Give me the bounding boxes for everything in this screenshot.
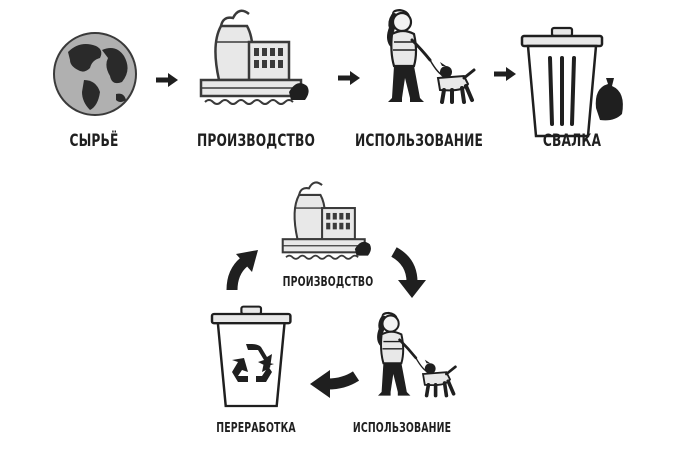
arrow-icon	[338, 71, 360, 85]
production-label: ПРОИЗВОДСТВО	[196, 131, 316, 151]
factory-icon	[281, 181, 372, 260]
arrow-icon	[391, 247, 426, 298]
cycle-recycling-label: ПЕРЕРАБОТКА	[216, 421, 296, 436]
cycle-usage-label: ИСПОЛЬЗОВАНИЕ	[352, 421, 452, 436]
woman-walking-dog-icon	[378, 312, 455, 396]
usage-label: ИСПОЛЬЗОВАНИЕ	[354, 131, 484, 151]
cycle-production-label: ПРОИЗВОДСТВО	[282, 275, 374, 290]
arrow-icon	[156, 73, 178, 87]
trash-bin-icon	[210, 305, 292, 408]
landfill-label: СВАЛКА	[542, 131, 602, 151]
arrow-icon	[226, 250, 258, 291]
recycle-icon	[232, 344, 274, 382]
arrow-icon	[310, 370, 360, 398]
globe-icon	[53, 32, 137, 116]
trash-bin-icon	[520, 26, 623, 138]
raw-materials-label: СЫРЬЁ	[69, 131, 119, 151]
woman-walking-dog-icon	[388, 9, 474, 102]
arrow-icon	[494, 67, 516, 81]
factory-icon	[199, 9, 310, 106]
